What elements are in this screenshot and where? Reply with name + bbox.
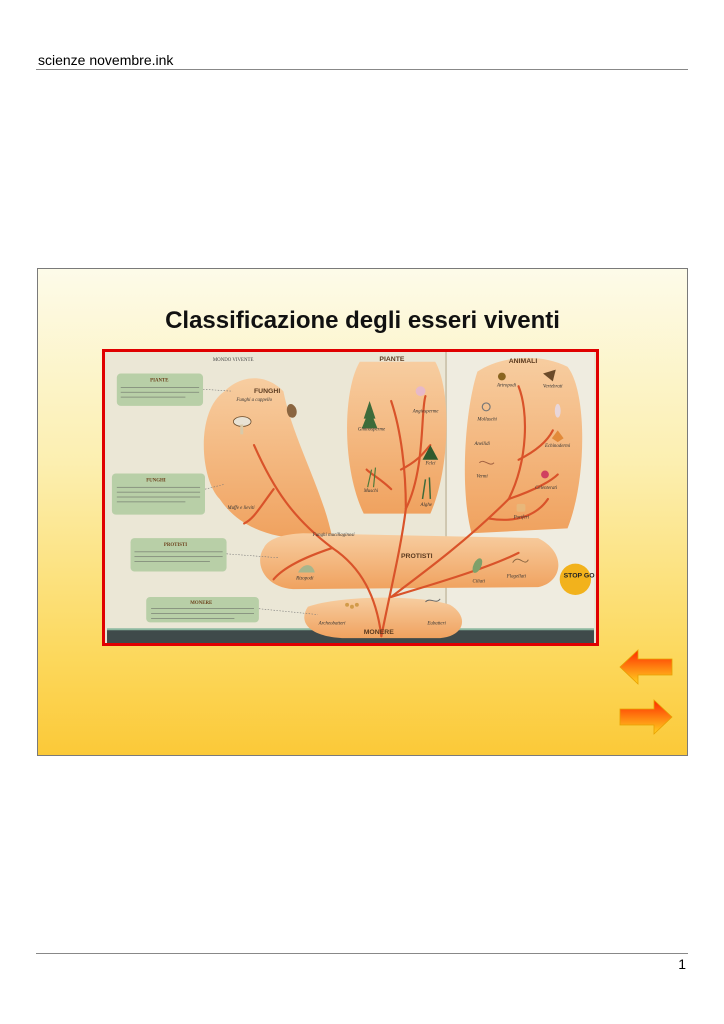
page-number: 1: [678, 956, 686, 972]
info-box-piante: PIANTE: [116, 373, 204, 406]
svg-text:Artropodi: Artropodi: [496, 383, 517, 388]
info-box-protisti: PROTISTI: [130, 538, 227, 572]
tree-branches: [243, 385, 559, 638]
info-box-funghi: FUNGHI: [111, 473, 205, 515]
slide: Classificazione degli esseri viventi MON…: [37, 268, 688, 756]
arrow-right-icon[interactable]: [618, 697, 674, 737]
svg-text:Echinodermi: Echinodermi: [544, 444, 571, 449]
svg-text:Rizopodi: Rizopodi: [295, 576, 314, 581]
classification-illustration: MONDO VIVENTE: [107, 352, 596, 643]
slide-title: Classificazione degli esseri viventi: [165, 307, 560, 334]
svg-text:Anellidi: Anellidi: [473, 442, 490, 447]
svg-text:PROTISTI: PROTISTI: [164, 543, 187, 548]
svg-text:Funghi mucillaginosi: Funghi mucillaginosi: [312, 533, 355, 538]
svg-text:PIANTE: PIANTE: [150, 378, 168, 383]
svg-text:Molluschi: Molluschi: [476, 418, 497, 423]
monere-blob: [304, 597, 463, 639]
svg-text:Angiosperme: Angiosperme: [412, 410, 440, 415]
svg-text:Eubatteri: Eubatteri: [426, 621, 446, 626]
info-box-monere: MONERE: [146, 596, 259, 623]
svg-text:Muffe e lieviti: Muffe e lieviti: [227, 506, 256, 511]
svg-text:MONERE: MONERE: [190, 601, 212, 606]
group-funghi: FUNGHI: [254, 388, 280, 395]
svg-text:Gimnosperme: Gimnosperme: [358, 427, 386, 432]
footer-divider: [36, 953, 688, 954]
arrow-left-icon[interactable]: [618, 647, 674, 687]
svg-text:Celenterati: Celenterati: [535, 486, 558, 491]
svg-text:Muschi: Muschi: [363, 489, 379, 494]
header-title: scienze novembre.ink: [38, 52, 174, 68]
group-protisti: PROTISTI: [401, 553, 433, 560]
svg-text:Funghi a cappello: Funghi a cappello: [235, 398, 272, 403]
piante-blob: [347, 361, 447, 514]
stop-go-stamp: STOP GO: [559, 563, 596, 595]
svg-text:FUNGHI: FUNGHI: [146, 478, 166, 483]
image-heading: MONDO VIVENTE: [213, 358, 254, 363]
svg-text:Poriferi: Poriferi: [513, 516, 530, 521]
group-monere: MONERE: [364, 629, 394, 636]
protisti-blob: [260, 533, 559, 590]
svg-text:Felci: Felci: [424, 462, 436, 467]
organism-drawings: [233, 369, 564, 609]
header-divider: [36, 69, 688, 70]
classification-photo: MONDO VIVENTE: [102, 349, 599, 646]
group-animali: ANIMALI: [509, 358, 538, 365]
svg-text:Ciliati: Ciliati: [472, 579, 485, 584]
svg-text:Flagellati: Flagellati: [506, 574, 527, 579]
svg-text:Alghe: Alghe: [420, 503, 433, 508]
svg-text:Vertebrati: Vertebrati: [543, 384, 563, 389]
svg-text:STOP GO: STOP GO: [564, 572, 596, 579]
svg-text:Archeobatteri: Archeobatteri: [318, 621, 347, 626]
group-piante: PIANTE: [379, 356, 405, 363]
svg-text:Vermi: Vermi: [476, 474, 488, 479]
